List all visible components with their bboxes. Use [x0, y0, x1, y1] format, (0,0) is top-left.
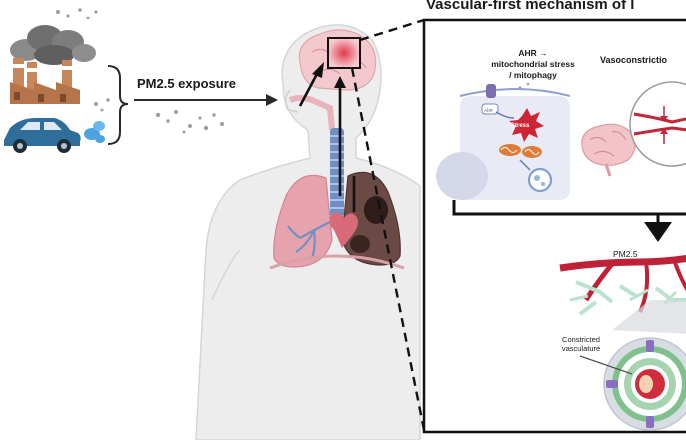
- exposure-arrow-head: [266, 94, 278, 106]
- factory-icon: [10, 58, 80, 104]
- heart: [329, 212, 358, 248]
- diaphragm: [269, 254, 405, 270]
- constricted-vessel-cross-section: [603, 300, 686, 431]
- flow-arrow: [452, 200, 686, 216]
- zoom-line-bottom: [350, 67, 426, 431]
- ahr-tag: AhR: [484, 108, 493, 113]
- pm25-vessel-label: PM2.5: [613, 249, 638, 259]
- flow-arrow-head: [644, 222, 672, 242]
- vascular-network: [559, 255, 686, 316]
- systemic-route-arrow-head: [334, 76, 346, 88]
- exposure-label: PM2.5 exposure: [137, 76, 236, 91]
- constricted-pointer: [579, 355, 633, 375]
- nasal-route-arrow: [298, 71, 320, 107]
- zoom-line-top: [359, 18, 425, 42]
- mechanism-title: Vascular-first mechanism of l: [426, 0, 635, 13]
- source-bracket: [107, 65, 129, 145]
- car-icon: [4, 118, 105, 153]
- small-brain-icon: [581, 123, 636, 177]
- constricted-vasculature-label: Constricted vasculature: [561, 335, 601, 353]
- stress-tag: Stress: [511, 123, 530, 129]
- damaged-lung: [341, 171, 401, 266]
- smoke-cloud-icon: [10, 8, 98, 65]
- healthy-lung: [273, 174, 333, 268]
- particle-dots: [94, 98, 224, 134]
- cell-illustration: [436, 82, 571, 200]
- vessel-zoom-circle: [629, 81, 686, 167]
- brain-focus-box: [327, 37, 361, 69]
- trachea: [330, 128, 344, 224]
- ahr-mitochondrial-label: AHR → mitochondrial stress / mitophagy: [491, 48, 575, 80]
- vasoconstriction-label: Vasoconstrictio: [600, 55, 668, 65]
- nasal-route-arrow-head: [312, 62, 324, 78]
